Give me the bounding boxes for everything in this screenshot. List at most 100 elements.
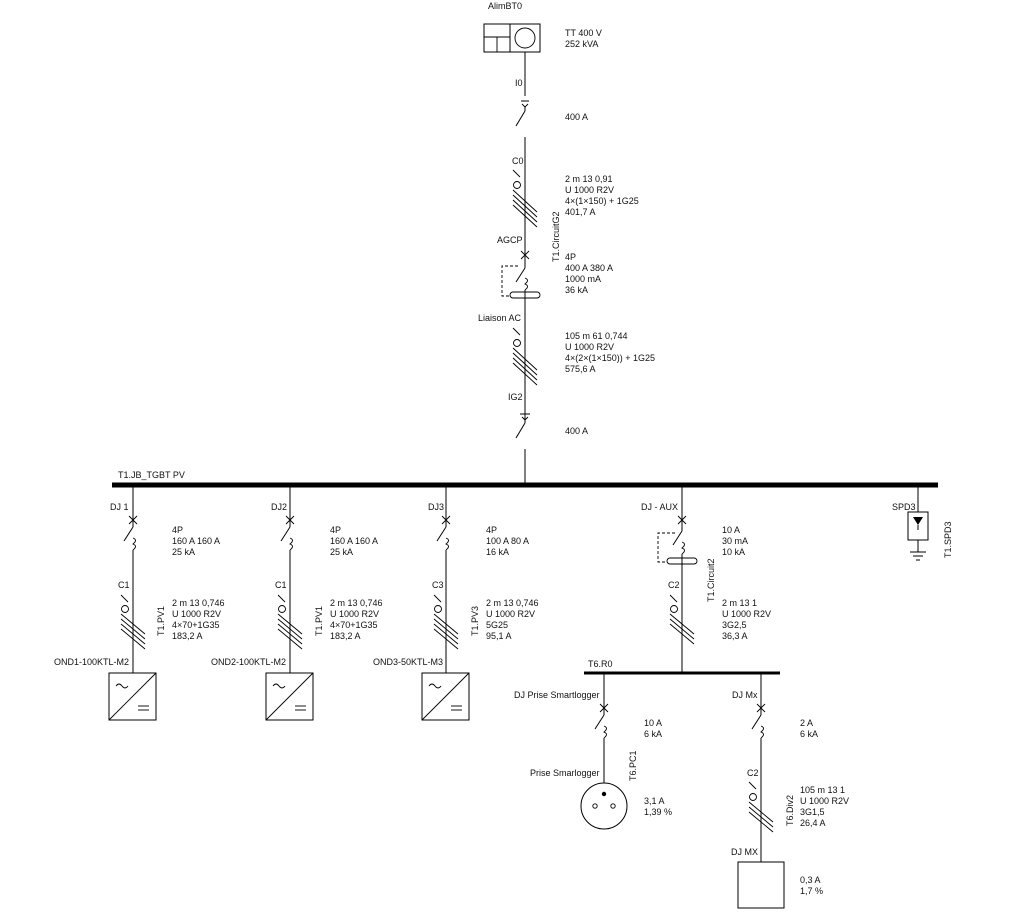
- pv2-cable-spec-3: 4×70+1G35: [330, 620, 378, 630]
- pv1-cable-spec-3: 4×70+1G35: [172, 620, 220, 630]
- ig2-label: IG2: [508, 392, 523, 402]
- liaison-spec-3: 4×(2×(1×150)) + 1G25: [565, 353, 655, 363]
- smartlogger-feeder[interactable]: DJ Prise Smartlogger 10 A 6 kA T6.PC1 Pr…: [514, 673, 672, 830]
- agcp-label: AGCP: [497, 235, 523, 245]
- smartlogger-breaker-spec-2: 6 kA: [644, 729, 662, 739]
- aux-cable-spec-4: 36,3 A: [722, 631, 748, 641]
- c0-spec-1: 2 m 13 0,91: [565, 174, 613, 184]
- aux-breaker-spec-2: 30 mA: [722, 536, 748, 546]
- pv-feeder-2[interactable]: DJ2 4P 160 A 160 A 25 kA C1 T1.PV1 2 m 1…: [211, 485, 383, 721]
- aux-feeder[interactable]: DJ - AUX 10 A 30 mA 10 kA C2 T1.Circuit2…: [641, 485, 771, 673]
- i0-label: I0: [515, 78, 523, 88]
- mx-cable-spec-3: 3G1,5: [800, 807, 825, 817]
- pv2-breaker-spec-1: 4P: [330, 525, 341, 535]
- mx-breaker-spec-2: 6 kA: [800, 729, 818, 739]
- pv-feeder-3[interactable]: DJ3 4P 100 A 80 A 16 kA C3 T1.PV3 2 m 13…: [373, 485, 539, 721]
- pv3-cable-spec-1: 2 m 13 0,746: [486, 598, 539, 608]
- mx-breaker-spec-1: 2 A: [800, 718, 813, 728]
- pv3-breaker-label: DJ3: [428, 502, 444, 512]
- agcp-spec-3: 1000 mA: [565, 274, 601, 284]
- spd-circuit-id: T1.SPD3: [943, 521, 953, 558]
- c0-spec-2: U 1000 R2V: [565, 185, 614, 195]
- pv2-inverter-label: OND2-100KTL-M2: [211, 657, 286, 667]
- pv1-cable-spec-2: U 1000 R2V: [172, 609, 221, 619]
- inverter-icon: [421, 672, 470, 721]
- aux-cable-label: C2: [668, 580, 680, 590]
- source-spec-2: 252 kVA: [565, 39, 598, 49]
- agcp-spec-4: 36 kA: [565, 285, 588, 295]
- aux-cable-spec-2: U 1000 R2V: [722, 609, 771, 619]
- pv2-breaker-spec-2: 160 A 160 A: [330, 536, 378, 546]
- c0-spec-4: 401,7 A: [565, 207, 596, 217]
- ig2-rating: 400 A: [565, 426, 588, 436]
- socket-outlet-icon: [580, 782, 628, 830]
- source-name: AlimBT0: [488, 1, 522, 11]
- pv3-cable-spec-4: 95,1 A: [486, 631, 512, 641]
- smartlogger-breaker-label: DJ Prise Smartlogger: [514, 690, 600, 700]
- isolator-ig2[interactable]: IG2 400 A: [508, 392, 588, 449]
- i0-rating: 400 A: [565, 112, 588, 122]
- mx-load-spec-2: 1,7 %: [800, 886, 823, 896]
- pv2-cable-spec-1: 2 m 13 0,746: [330, 598, 383, 608]
- pv3-breaker-spec-1: 4P: [486, 525, 497, 535]
- smartlogger-load-spec-2: 1,39 %: [644, 807, 672, 817]
- inverter-icon: [108, 672, 157, 721]
- pv1-cable-spec-4: 183,2 A: [172, 631, 203, 641]
- spd-surge-protector[interactable]: SPD3 T1.SPD3: [892, 485, 953, 561]
- c0-label: C0: [512, 156, 524, 166]
- smartlogger-circuit-id: T6.PC1: [628, 750, 638, 781]
- busbar-label: T1.JB_TGBT PV: [118, 470, 185, 480]
- pv2-breaker-label: DJ2: [271, 502, 287, 512]
- aux-cable-spec-1: 2 m 13 1: [722, 598, 757, 608]
- liaison-label: Liaison AC: [478, 313, 522, 323]
- pv1-cable-label: C1: [118, 580, 130, 590]
- inverter-icon: [265, 672, 314, 721]
- pv1-cable-spec-1: 2 m 13 0,746: [172, 598, 225, 608]
- cable-liaison-ac[interactable]: Liaison AC 105 m 61 0,744 U 1000 R2V 4×(…: [478, 313, 655, 386]
- source-transformer[interactable]: AlimBT0 TT 400 V 252 kVA: [483, 1, 602, 53]
- smartlogger-load-spec-1: 3,1 A: [644, 796, 665, 806]
- pv2-cable-spec-4: 183,2 A: [330, 631, 361, 641]
- pv1-inverter-label: OND1-100KTL-M2: [54, 657, 129, 667]
- breaker-agcp[interactable]: AGCP 4P 400 A 380 A 1000 mA 36 kA: [497, 235, 613, 299]
- agcp-spec-1: 4P: [565, 252, 576, 262]
- source-spec-1: TT 400 V: [565, 28, 602, 38]
- pv-feeder-1[interactable]: DJ 1 4P 160 A 160 A 25 kA C1 T1.PV1 2 m …: [54, 485, 225, 721]
- mx-load-label: DJ MX: [731, 847, 758, 857]
- mx-cable-spec-2: U 1000 R2V: [800, 796, 849, 806]
- mx-cable-spec-1: 105 m 13 1: [800, 785, 845, 795]
- aux-circuit-id: T1.Circuit2: [706, 558, 716, 602]
- mx-cable-spec-4: 26,4 A: [800, 818, 826, 828]
- agcp-spec-2: 400 A 380 A: [565, 263, 613, 273]
- smartlogger-load-label: Prise Smarlogger: [530, 768, 600, 778]
- mx-cable-label: C2: [747, 768, 759, 778]
- pv3-breaker-spec-2: 100 A 80 A: [486, 536, 529, 546]
- c0-spec-3: 4×(1×150) + 1G25: [565, 196, 639, 206]
- pv2-cable-label: C1: [275, 580, 287, 590]
- pv3-breaker-spec-3: 16 kA: [486, 547, 509, 557]
- mx-load-box: [737, 861, 785, 909]
- cable-c0[interactable]: C0 2 m 13 0,91 U 1000 R2V 4×(1×150) + 1G…: [512, 156, 639, 228]
- pv1-breaker-spec-1: 4P: [172, 525, 183, 535]
- pv1-breaker-spec-2: 160 A 160 A: [172, 536, 220, 546]
- mx-feeder[interactable]: DJ Mx 2 A 6 kA C2 T6.Div2 105 m 13 1 U 1…: [731, 673, 849, 909]
- spd-label: SPD3: [892, 502, 916, 512]
- subbus-label: T6.R0: [588, 659, 613, 669]
- pv3-cable-label: C3: [432, 580, 444, 590]
- pv3-cable-spec-2: U 1000 R2V: [486, 609, 535, 619]
- pv2-breaker-spec-3: 25 kA: [330, 547, 353, 557]
- pv1-breaker-spec-3: 25 kA: [172, 547, 195, 557]
- pv2-cable-spec-2: U 1000 R2V: [330, 609, 379, 619]
- aux-breaker-label: DJ - AUX: [641, 502, 678, 512]
- pv1-circuit-id: T1.PV1: [156, 606, 166, 636]
- mx-circuit-id: T6.Div2: [785, 795, 795, 826]
- pv3-cable-spec-3: 5G25: [486, 620, 508, 630]
- smartlogger-breaker-spec-1: 10 A: [644, 718, 662, 728]
- pv3-inverter-label: OND3-50KTL-M3: [373, 657, 443, 667]
- main-circuit-id: T1.CircuitG2: [551, 211, 561, 262]
- pv3-circuit-id: T1.PV3: [470, 606, 480, 636]
- isolator-i0[interactable]: I0 400 A: [515, 78, 588, 137]
- aux-breaker-spec-3: 10 kA: [722, 547, 745, 557]
- pv1-breaker-label: DJ 1: [110, 502, 129, 512]
